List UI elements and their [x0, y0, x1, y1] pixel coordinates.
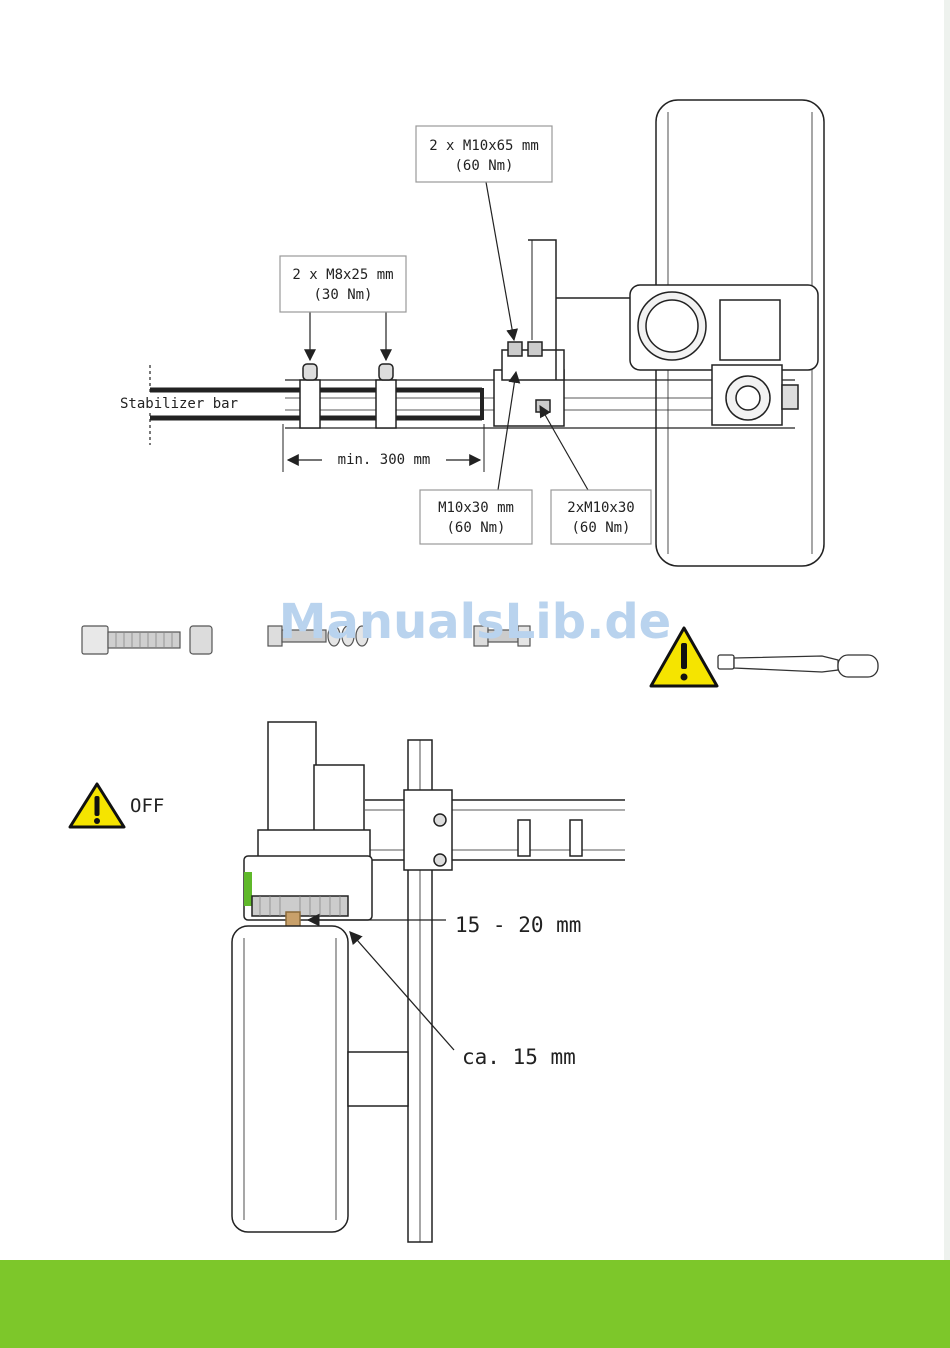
label-m10x65-line1: 2 x M10x65 mm [429, 138, 539, 154]
clamp-left [300, 364, 320, 428]
label-2xm10x30-line1: 2xM10x30 [567, 500, 634, 516]
label-m8x25-line2: (30 Nm) [313, 287, 372, 303]
bolt-icon [82, 626, 180, 654]
label-2xm10x30-line2: (60 Nm) [571, 520, 630, 536]
off-label: OFF [130, 795, 164, 817]
label-min-300mm: min. 300 mm [338, 452, 431, 468]
footer-green-band [0, 1260, 950, 1348]
label-stabilizer-bar: Stabilizer bar [120, 396, 238, 412]
clamp-right [376, 364, 396, 428]
label-m10x30-line2: (60 Nm) [446, 520, 505, 536]
drive-motor [630, 285, 818, 425]
label-m10x30-line1: M10x30 mm [438, 500, 514, 516]
torque-wrench-icon [718, 655, 878, 677]
label-gap-15-20mm: 15 - 20 mm [455, 913, 581, 937]
off-warning [70, 784, 124, 827]
nut-icon [190, 626, 212, 654]
watermark-text: ManualsLib.de [279, 594, 671, 650]
label-m10x65-line2: (60 Nm) [454, 158, 513, 174]
label-m8x25-line1: 2 x M8x25 mm [292, 267, 393, 283]
side-view-diagram [232, 722, 625, 1242]
label-gap-ca15mm: ca. 15 mm [462, 1045, 576, 1069]
